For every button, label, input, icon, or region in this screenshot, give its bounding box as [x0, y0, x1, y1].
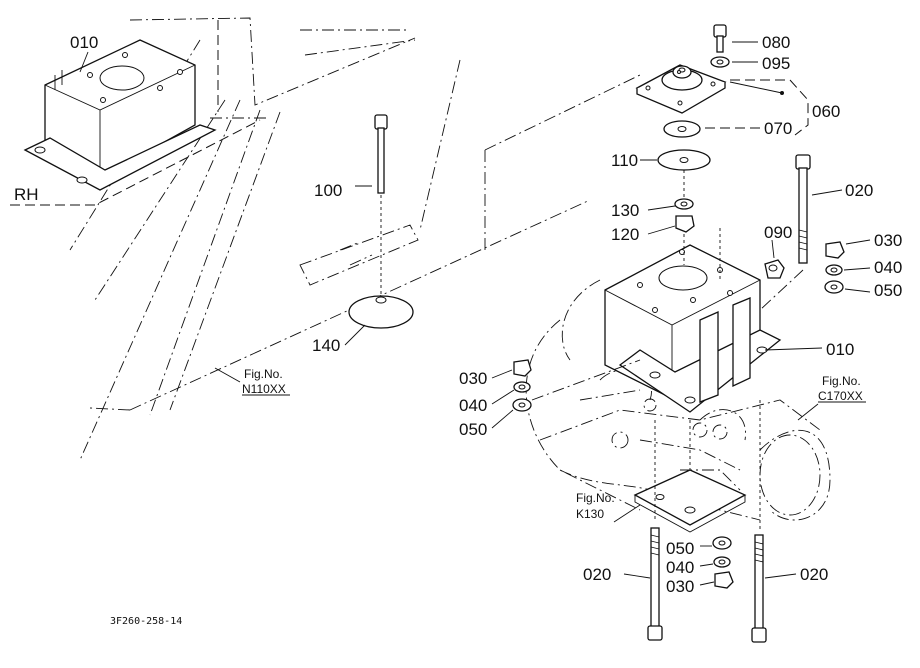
label-010-left: 010	[70, 33, 98, 52]
washer-070	[663, 120, 701, 138]
washer-050-left	[512, 398, 532, 412]
label-120: 120	[611, 225, 639, 244]
washer-095	[710, 56, 730, 68]
engine-mount-060	[635, 64, 727, 114]
bolt-020-bottom-right	[751, 534, 767, 643]
right-engine-mount-bracket	[604, 244, 782, 413]
label-050-bottom: 050	[666, 539, 694, 558]
label-030-bottom: 030	[666, 577, 694, 596]
ref-k130-title: Fig.No.	[576, 491, 615, 505]
left-engine-mount-bracket	[23, 39, 217, 191]
nut-030-bottom	[714, 571, 734, 589]
label-080: 080	[762, 33, 790, 52]
label-130: 130	[611, 201, 639, 220]
nut-090	[764, 259, 785, 279]
label-010-right: 010	[826, 340, 854, 359]
label-070: 070	[764, 119, 792, 138]
ref-n110-code: N110XX	[242, 382, 286, 396]
label-060: 060	[812, 102, 840, 121]
label-110: 110	[611, 151, 638, 170]
figure-code: 3F260-258-14	[110, 616, 182, 627]
ref-c170-title: Fig.No.	[822, 374, 861, 388]
label-030-left: 030	[459, 369, 487, 388]
nut-120	[675, 215, 695, 233]
nut-030-right	[825, 241, 845, 259]
bolt-100	[374, 114, 388, 194]
label-020-top: 020	[845, 181, 873, 200]
ref-c170-code: C170XX	[818, 389, 863, 403]
label-140: 140	[312, 336, 340, 355]
label-100: 100	[314, 181, 342, 200]
label-040-left: 040	[459, 396, 487, 415]
label-050-right: 050	[874, 281, 902, 300]
label-090: 090	[764, 223, 792, 242]
washer-040-bottom	[713, 556, 731, 568]
ref-k130-code: K130	[576, 507, 604, 521]
label-040-right: 040	[874, 258, 902, 277]
washer-040-right	[825, 264, 843, 276]
label-020-bottom-left: 020	[583, 565, 611, 584]
washer-050-right	[824, 280, 844, 294]
label-050-left: 050	[459, 420, 487, 439]
rubber-cushion-140	[348, 295, 414, 329]
bolt-080	[713, 24, 727, 53]
label-020-bottom-right: 020	[800, 565, 828, 584]
washer-050-bottom	[712, 536, 732, 550]
engine-plate-k130	[633, 469, 747, 533]
label-030-right: 030	[874, 231, 902, 250]
nut-030-left	[513, 359, 532, 377]
washer-130	[674, 198, 694, 210]
washer-110	[657, 149, 711, 171]
label-040-bottom: 040	[666, 558, 694, 577]
washer-040-left	[513, 381, 531, 393]
label-095: 095	[762, 54, 790, 73]
side-label-rh: RH	[14, 185, 39, 204]
bolt-020-top	[795, 154, 811, 264]
bolt-020-bottom-left	[647, 527, 663, 641]
ref-n110-title: Fig.No.	[244, 367, 283, 381]
